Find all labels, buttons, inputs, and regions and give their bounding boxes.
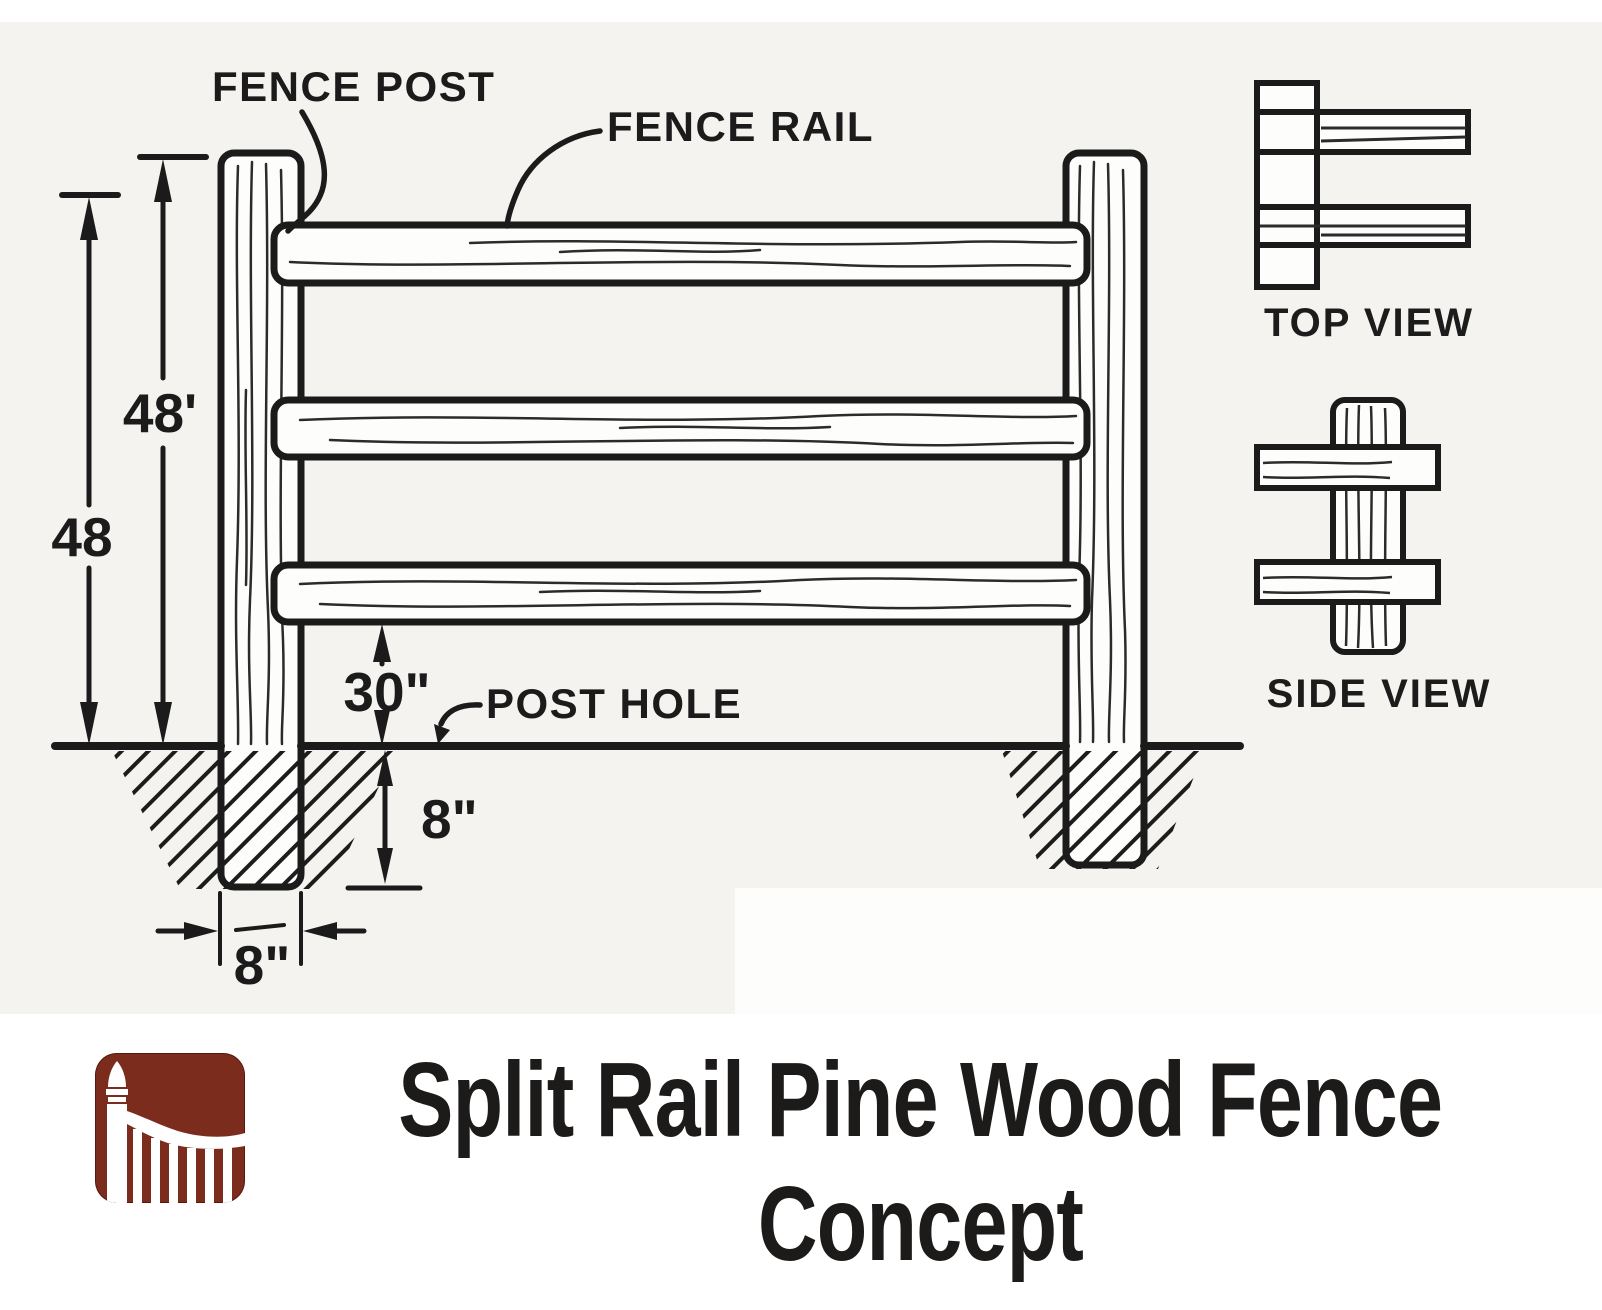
fence-rails [270,221,1091,626]
page-title: Split Rail Pine Wood Fence Concept [240,1038,1600,1286]
dimension-48-overall [59,192,121,745]
fence-logo-icon [95,1053,245,1203]
title-line-2: Concept [757,1165,1083,1283]
fence-post-label: FENCE POST [212,63,495,110]
top-rail [270,221,1091,287]
post-hole-leader-line [434,702,483,744]
side-view-drawing [1254,397,1441,655]
dimension-8in-width [155,891,367,966]
dimension-30in-clearance [373,624,391,746]
dimension-post-width-label: 8" [234,934,291,996]
fence-rail-leader-line [504,128,603,229]
right-fence-post [1062,149,1148,869]
bottom-rail [270,561,1091,626]
middle-rail [270,396,1091,461]
left-post-hole-hatch [112,751,396,889]
left-fence-post [217,149,305,891]
fence-rail-label: FENCE RAIL [607,103,874,150]
dimension-post-height-label: 48' [123,382,197,444]
dimension-hole-depth-label: 8" [421,788,478,850]
fence-post-leader-line [285,109,328,234]
dimension-overall-height-label: 48 [51,506,112,568]
top-view-label: TOP VIEW [1264,301,1474,345]
dimension-8in-depth [345,750,423,891]
dimension-48ft-post [137,154,209,745]
background-white-patch [735,888,1602,1014]
fence-elevation-drawing: 48 48' 30" 8" [51,63,1244,996]
top-view-drawing [1254,80,1471,290]
side-view-label: SIDE VIEW [1267,672,1492,716]
right-post-hole-hatch [1002,751,1204,869]
dimension-rail-clearance-label: 30" [343,661,430,723]
title-line-1: Split Rail Pine Wood Fence [397,1041,1443,1159]
post-hole-label: POST HOLE [486,680,742,727]
